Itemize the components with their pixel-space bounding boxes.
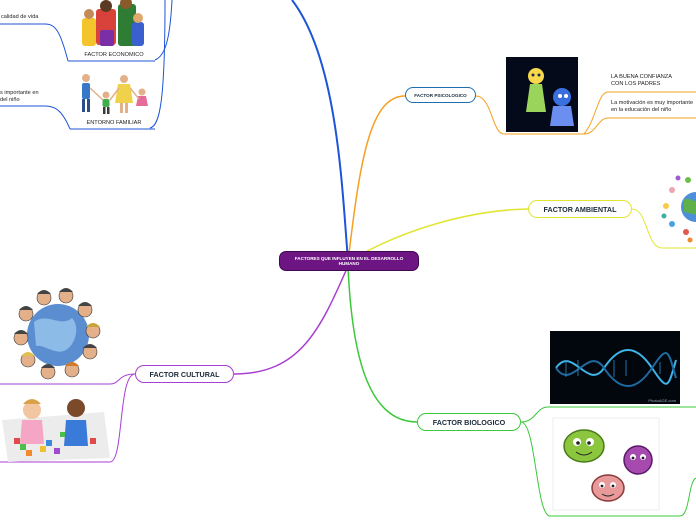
link-confianza [583,91,609,135]
branch-yellow-sub [631,208,663,249]
central-topic[interactable]: FACTORES QUE INFLUYEN EN EL DESARROLLO H… [279,251,419,271]
topic-factor-biologico[interactable]: FACTOR BIOLOGICO [417,413,521,431]
cultural-image-globe [13,288,101,380]
note-calidad-vida[interactable]: calidad de vida [1,14,38,21]
image-credit: PhotoAGE.com [648,398,676,403]
branch-blue [291,0,349,261]
topic-label: FACTOR PSICOLOGICO [414,92,467,98]
economico-image [82,0,144,46]
topic-factor-psicologico[interactable]: FACTOR PSICOLOGICO [405,87,476,103]
note-buena-confianza[interactable]: LA BUENA CONFIANZA CON LOS PADRES [611,74,672,89]
link-calidad [44,23,69,62]
topic-factor-cultural[interactable]: FACTOR CULTURAL [135,365,234,383]
note-text-line: en la educación del niño [611,107,672,114]
central-topic-label: FACTORES QUE INFLUYEN EN EL DESARROLLO H… [294,255,404,266]
note-text-line: CON LOS PADRES [611,81,661,88]
branch-orange [347,95,406,263]
subtopic-factor-economico[interactable]: FACTOR ECONOMICO [80,52,148,59]
ambiental-image [661,175,696,243]
topic-label: FACTOR AMBIENTAL [543,204,617,214]
subtopic-entorno-familiar[interactable]: ENTORNO FAMILIAR [80,120,148,127]
biologico-image-germs [552,417,660,511]
link-importante [44,105,71,130]
branch-purple [233,265,349,375]
topic-label: FACTOR BIOLOGICO [432,417,506,427]
topic-label: FACTOR CULTURAL [149,369,220,379]
branch-green-sub-3 [679,477,696,517]
branch-purple-sub-1 [109,373,136,385]
subtopic-label: FACTOR ECONOMICO [84,52,144,58]
note-text-line: s importante en [0,90,39,96]
branch-purple-sub-2 [109,373,136,463]
branch-blue-sub-2 [149,0,166,129]
note-text-line: del niño [0,97,20,104]
note-text: calidad de vida [1,14,39,20]
branch-orange-sub [475,95,505,135]
note-motivacion[interactable]: La motivación es muy importante en la ed… [611,100,693,115]
topic-factor-ambiental[interactable]: FACTOR AMBIENTAL [528,200,632,218]
psicologico-image [506,57,578,132]
branch-blue-sub [154,0,173,61]
biologico-image-dna: PhotoAGE.com [550,331,680,404]
link-motivacion [583,117,609,135]
branch-green-sub-2 [520,421,551,517]
note-text-line: La motivación es muy importante [611,100,694,106]
branch-green [347,265,418,423]
branch-green-sub-1 [520,406,549,423]
familiar-image [82,74,148,114]
subtopic-label: ENTORNO FAMILIAR [86,120,142,126]
note-text-line: LA BUENA CONFIANZA [611,74,672,80]
note-importante[interactable]: s importante en del niño [0,90,39,105]
cultural-image-kids [2,399,110,462]
